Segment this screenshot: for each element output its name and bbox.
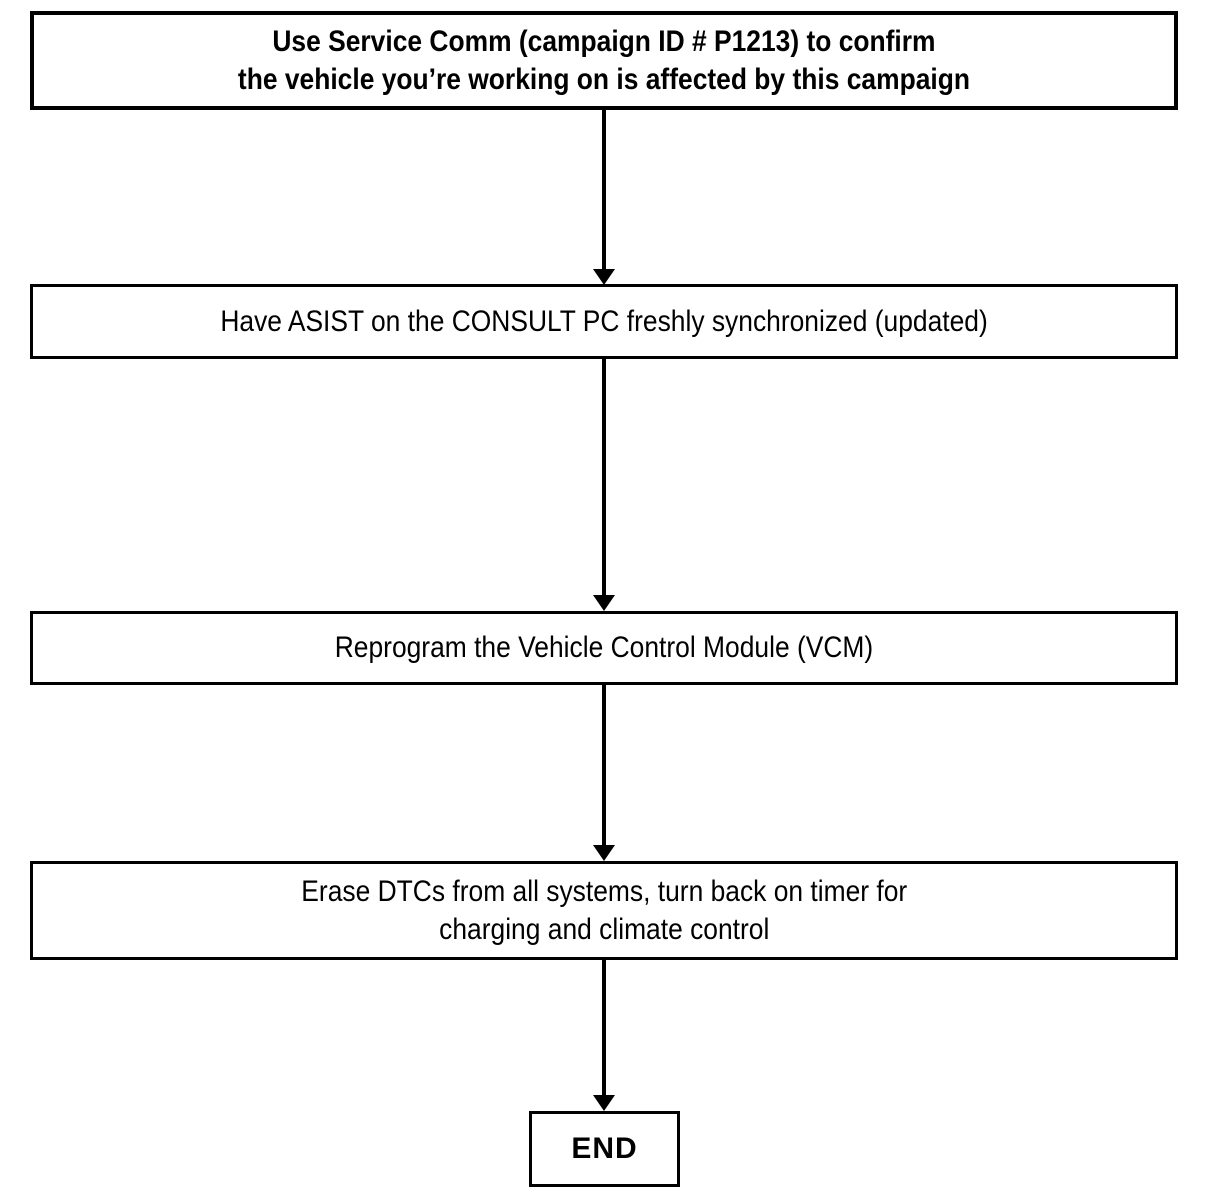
flowchart-box-step-3-label: Reprogram the Vehicle Control Module (VC… [334, 631, 874, 664]
arrow-shaft [602, 110, 606, 269]
flowchart-box-step-1-label: Use Service Comm (campaign ID # P1213) t… [237, 24, 971, 96]
flowchart-box-step-2: Have ASIST on the CONSULT PC freshly syn… [30, 284, 1178, 359]
flowchart-box-step-4-label: Erase DTCs from all systems, turn back o… [301, 874, 907, 946]
arrowhead-icon [593, 269, 615, 285]
arrowhead-icon [593, 1095, 615, 1111]
arrowhead-icon [593, 595, 615, 611]
arrow-down-4 [593, 960, 615, 1111]
flowchart-box-step-1: Use Service Comm (campaign ID # P1213) t… [30, 11, 1178, 110]
arrow-shaft [602, 960, 606, 1095]
flowchart-box-end: END [529, 1111, 680, 1187]
flowchart-box-end-label: END [571, 1132, 638, 1165]
arrow-down-2 [593, 359, 615, 611]
flowchart-box-step-2-label: Have ASIST on the CONSULT PC freshly syn… [220, 304, 988, 338]
arrow-shaft [602, 359, 606, 595]
arrowhead-icon [593, 845, 615, 861]
flowchart-box-step-4: Erase DTCs from all systems, turn back o… [30, 861, 1178, 960]
arrow-down-1 [593, 110, 615, 285]
arrow-down-3 [593, 685, 615, 861]
flowchart-box-step-3: Reprogram the Vehicle Control Module (VC… [30, 611, 1178, 685]
arrow-shaft [602, 685, 606, 845]
